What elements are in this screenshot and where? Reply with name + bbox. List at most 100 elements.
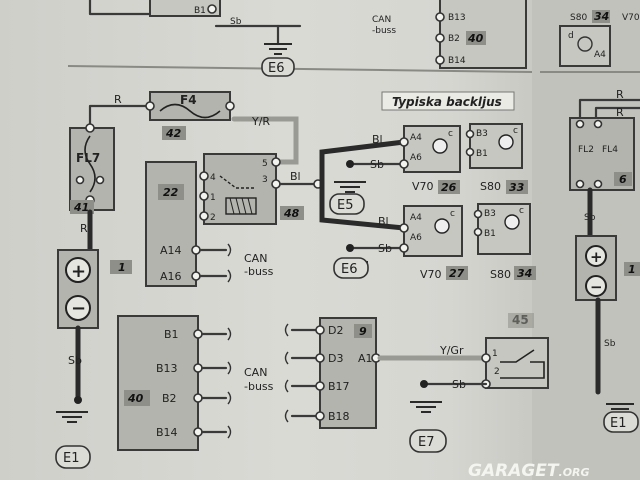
ground-e6-top-label: E6 xyxy=(268,61,285,76)
ref-34: 34 xyxy=(517,267,532,280)
module9-label-a1: A1 xyxy=(358,352,373,365)
ref-27-box xyxy=(446,266,468,280)
right-ground-e1-bubble xyxy=(603,411,639,433)
lamp-s80-lower-bulb-icon xyxy=(504,214,520,230)
top-can-label: CAN xyxy=(372,15,391,25)
relay-label-2: 2 xyxy=(210,213,216,223)
relay-label-1: 1 xyxy=(210,193,216,203)
ref-33: 33 xyxy=(509,181,525,194)
module9-can-breaks xyxy=(284,323,289,423)
relay-term-3 xyxy=(271,179,281,189)
lamp-v70-upper-c: c xyxy=(448,129,453,139)
ground-symbol-e1 xyxy=(56,411,88,423)
lamp-v70-upper-a6: A6 xyxy=(410,153,422,163)
title-box xyxy=(381,91,515,111)
fuse-fl7-term-a xyxy=(75,175,85,185)
module9-label-d2: D2 xyxy=(328,324,343,337)
right-label-r-1: R xyxy=(616,88,624,101)
lamp-s80-upper-term-b1 xyxy=(465,147,475,157)
module22-label-a16: A16 xyxy=(160,270,182,283)
top-strip: B1 Sb E6 CAN -buss B13 B2 B14 40 S80 34 … xyxy=(88,0,640,77)
fuse-fl7-term-b xyxy=(95,175,105,185)
lamp-v70-upper-bulb-icon xyxy=(432,138,448,154)
lamp-s80-lower-b3: B3 xyxy=(484,209,496,219)
watermark-main: GARAGET xyxy=(468,461,560,480)
relay-contact-icon xyxy=(219,175,256,189)
relay-coil-icon xyxy=(225,197,257,215)
relay-label-4: 4 xyxy=(210,173,216,183)
module40-label-b13: B13 xyxy=(156,362,178,375)
right-fuse-term-2 xyxy=(593,119,603,129)
ground-e6-label: E6 xyxy=(341,262,358,277)
module40-term-b13 xyxy=(193,363,203,373)
top-right-lamp-a4: A4 xyxy=(594,50,606,60)
top-right-lamp-box xyxy=(559,25,611,67)
ground-e7-node xyxy=(420,380,428,388)
right-battery-minus: − xyxy=(590,278,603,296)
right-ref-6: 6 xyxy=(619,173,627,186)
right-label-sb-bottom: Sb xyxy=(604,339,616,349)
relay-term-1 xyxy=(199,191,209,201)
lamp-v70-upper-a4: A4 xyxy=(410,133,422,143)
right-ref-1: 1 xyxy=(628,263,636,276)
module9-can-wires xyxy=(290,328,322,418)
diagram-title: Typiska backljus xyxy=(392,95,502,109)
relay-label-5: 5 xyxy=(262,159,268,169)
ground-e5-bubble xyxy=(329,193,365,215)
ref-9-box xyxy=(354,324,372,338)
ref-45-box xyxy=(508,313,534,328)
fuse-fl7-symbol xyxy=(84,135,96,193)
module22-can-wires xyxy=(198,248,228,278)
top-terminal-3 xyxy=(435,55,445,65)
ref-22: 22 xyxy=(163,186,179,199)
ground-e1-label: E1 xyxy=(63,451,80,466)
top-ref-40-box xyxy=(466,31,486,45)
module40-can-label: CAN xyxy=(244,366,267,379)
top-ref-40: 40 xyxy=(467,32,484,45)
fuse-f4-term-left xyxy=(145,101,155,111)
label-wire-sb-upper: Sb xyxy=(370,158,384,171)
ref-26-box xyxy=(438,180,460,194)
ground-e7-bubble xyxy=(409,429,447,453)
top-right-lamp-icon xyxy=(577,36,593,52)
section-divider xyxy=(67,65,533,73)
right-fuse-term-1 xyxy=(575,119,585,129)
top-buss-label: -buss xyxy=(372,26,396,36)
module40-can-breaks xyxy=(227,327,232,439)
fuse-fl7-term-top xyxy=(85,123,95,133)
top-wire-left xyxy=(88,0,152,16)
switch-label-1: 1 xyxy=(492,349,498,359)
wire-r-top xyxy=(88,104,152,127)
battery-plus-icon xyxy=(65,257,91,283)
top-terminal-b41 xyxy=(207,4,217,14)
wire-yr xyxy=(231,116,299,165)
module40-label-b14: B14 xyxy=(156,426,178,439)
right-fuse-term-4 xyxy=(593,179,603,189)
relay-term-4 xyxy=(199,171,209,181)
right-label-r-2: R xyxy=(616,106,624,119)
top-right-ref-box xyxy=(592,10,610,23)
ref-48: 48 xyxy=(283,207,300,220)
label-fuse-f4: F4 xyxy=(180,93,197,107)
module-40 xyxy=(117,315,199,451)
label-s80-upper: S80 xyxy=(480,180,501,193)
top-terminal-1 xyxy=(435,12,445,22)
ref-33-box xyxy=(506,180,528,194)
module9-label-d3: D3 xyxy=(328,352,343,365)
ref-41: 41 xyxy=(73,201,89,214)
ground-symbol-e7 xyxy=(410,401,442,413)
battery-minus-icon xyxy=(65,295,91,321)
lamp-s80-upper-b3: B3 xyxy=(476,129,488,139)
top-right-lamp-d: d xyxy=(568,31,574,41)
battery-minus-label: − xyxy=(71,298,86,319)
lamp-v70-upper-term-a6 xyxy=(399,159,409,169)
module40-label-b2: B2 xyxy=(162,392,177,405)
right-page-diagram: R R FL2 FL4 6 Sb + − 1 Sb E1 xyxy=(569,88,640,433)
right-ref-6-box xyxy=(614,172,632,186)
battery-plus-label: + xyxy=(71,261,86,282)
ref-42-box xyxy=(162,126,186,140)
label-wire-sb-battery: Sb xyxy=(68,354,82,367)
top-terminal-2 xyxy=(435,33,445,43)
